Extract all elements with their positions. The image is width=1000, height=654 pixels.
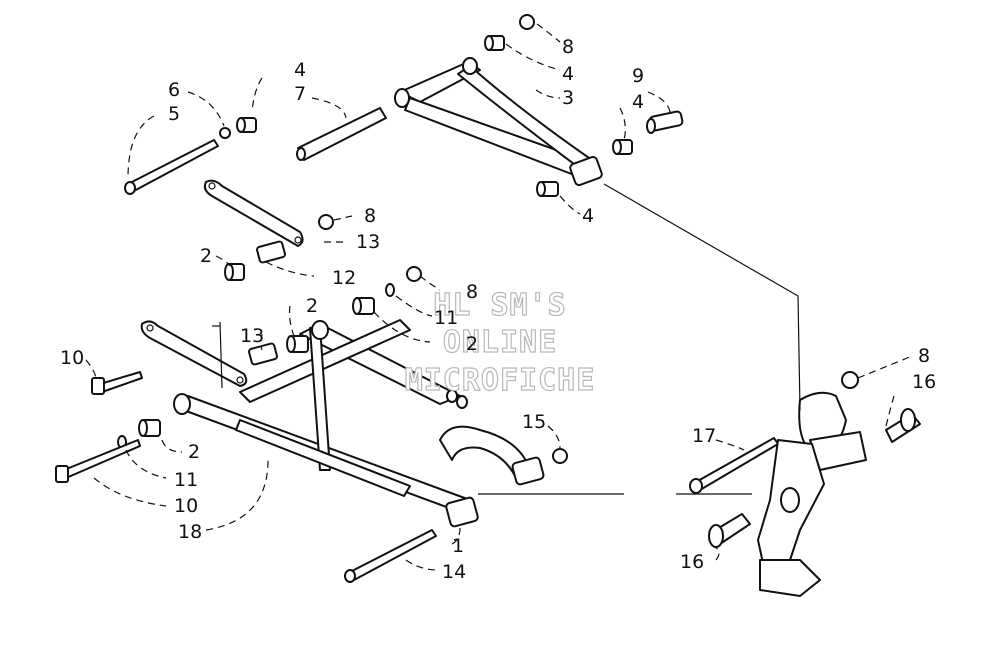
bolts	[55, 371, 779, 583]
callout-5: 5	[168, 103, 180, 125]
upper-bushings	[484, 14, 684, 197]
callout-11: 11	[174, 469, 198, 491]
callout-13: 13	[240, 325, 264, 347]
callout-16: 16	[680, 551, 704, 573]
callout-18: 18	[178, 521, 202, 543]
leader-lines	[85, 23, 913, 571]
callout-2: 2	[306, 295, 318, 317]
callout-4: 4	[562, 63, 574, 85]
watermark: HL SM'S ONLINE MICROFICHE	[404, 287, 596, 398]
callout-1: 1	[452, 535, 464, 557]
callout-4: 4	[294, 59, 306, 81]
callout-11: 11	[434, 307, 458, 329]
callout-13: 13	[356, 231, 380, 253]
callout-8: 8	[364, 205, 376, 227]
callout-10: 10	[60, 347, 84, 369]
callout-8: 8	[466, 281, 478, 303]
assembly-lines	[212, 183, 801, 495]
watermark-line-3: MICROFICHE	[405, 363, 596, 398]
watermark-line-1: HL SM'S	[433, 288, 566, 323]
watermark-line-2: ONLINE	[443, 325, 557, 360]
callout-9: 9	[632, 65, 644, 87]
callout-16: 16	[912, 371, 936, 393]
callout-3: 3	[562, 87, 574, 109]
callout-7: 7	[294, 83, 306, 105]
callout-6: 6	[168, 79, 180, 101]
lower-a-arm	[173, 319, 545, 528]
callout-4: 4	[632, 91, 644, 113]
callout-14: 14	[442, 561, 466, 583]
callout-10: 10	[174, 495, 198, 517]
callout-8: 8	[562, 36, 574, 58]
callout-8: 8	[918, 345, 930, 367]
upper-link	[203, 179, 334, 281]
callout-4: 4	[582, 205, 594, 227]
callouts: 8 4 3 9 4 4 4 7 6 5 8 13 2 12 2 8 11 2 1…	[60, 36, 936, 583]
callout-12: 12	[332, 267, 356, 289]
upper-a-arm	[394, 57, 603, 186]
callout-17: 17	[692, 425, 716, 447]
callout-2: 2	[188, 441, 200, 463]
callout-2: 2	[466, 333, 478, 355]
upper-shaft-and-bolt	[124, 107, 387, 195]
spindle	[708, 371, 921, 597]
callout-15: 15	[522, 411, 546, 433]
callout-2: 2	[200, 245, 212, 267]
lower-bushings	[117, 266, 568, 464]
